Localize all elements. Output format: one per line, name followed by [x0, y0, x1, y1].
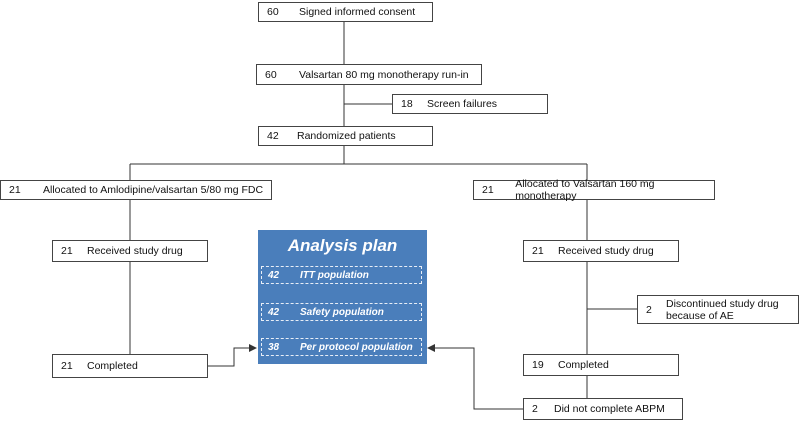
population-label: Safety population [300, 306, 384, 318]
screen-failures-box: 18 Screen failures [392, 94, 548, 114]
received-left-box: 21 Received study drug [52, 240, 208, 262]
population-label: ITT population [300, 269, 369, 281]
safety-population: 42 Safety population [261, 303, 422, 321]
box-label-line1: Discontinued study drug [666, 297, 779, 310]
allocated-right-box: 21 Allocated to Valsartan 160 mg monothe… [473, 178, 715, 202]
box-count: 21 [482, 184, 494, 196]
signed-consent-box: 60 Signed informed consent [258, 2, 433, 22]
box-label: Completed [558, 359, 609, 371]
run-in-box: 60 Valsartan 80 mg monotherapy run-in [256, 64, 482, 85]
box-label: Received study drug [558, 245, 654, 257]
randomized-box: 42 Randomized patients [258, 126, 433, 146]
box-label: Screen failures [427, 98, 498, 110]
box-count: 60 [265, 68, 277, 81]
box-count: 2 [646, 303, 652, 316]
box-count: 2 [532, 403, 538, 415]
allocated-left-box: 21 Allocated to Amlodipine/valsartan 5/8… [0, 180, 272, 200]
box-label: Allocated to Valsartan 160 mg monotherap… [515, 178, 655, 202]
received-right-box: 21 Received study drug [523, 240, 679, 262]
box-label-line2: because of AE [666, 309, 734, 322]
box-label: Did not complete ABPM [554, 403, 665, 415]
population-label: Per protocol population [300, 341, 413, 353]
completed-left-box: 21 Completed [52, 354, 208, 378]
box-label: Randomized patients [297, 130, 396, 142]
box-count: 21 [532, 245, 544, 257]
box-count: 60 [267, 6, 279, 18]
box-label: Allocated to Amlodipine/valsartan 5/80 m… [43, 184, 264, 196]
box-count: 21 [61, 245, 73, 257]
box-count: 19 [532, 359, 544, 371]
box-label: Discontinued study drug because of AE [666, 298, 779, 322]
per-protocol-population: 38 Per protocol population [261, 338, 422, 356]
no-abpm-box: 2 Did not complete ABPM [523, 398, 683, 420]
box-count: 42 [267, 130, 279, 142]
completed-right-box: 19 Completed [523, 354, 679, 376]
box-label: Completed [87, 360, 138, 372]
population-count: 42 [268, 269, 280, 281]
population-count: 38 [268, 341, 280, 353]
box-count: 18 [401, 98, 413, 110]
analysis-plan-panel: Analysis plan 42 ITT population 42 Safet… [258, 230, 427, 364]
box-label: Signed informed consent [299, 6, 416, 18]
itt-population: 42 ITT population [261, 266, 422, 284]
box-count: 21 [61, 360, 73, 372]
box-count: 21 [9, 184, 21, 196]
analysis-plan-title: Analysis plan [287, 236, 398, 255]
population-count: 42 [268, 306, 280, 318]
box-label: Received study drug [87, 245, 183, 257]
discontinued-box: 2 Discontinued study drug because of AE [637, 295, 799, 324]
box-label: Valsartan 80 mg monotherapy run-in [299, 68, 469, 81]
